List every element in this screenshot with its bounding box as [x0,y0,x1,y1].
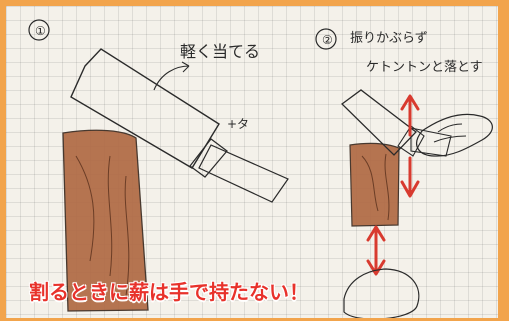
label-light-touch: 軽く当てる [180,42,260,61]
base-block [343,268,420,318]
label-drop: ケトントンと落とす [366,60,483,75]
label-swing: 振りかぶらず [350,31,428,46]
illustration: ① ② [28,19,493,318]
hand-2 [416,113,493,157]
label-edge: +タ [227,117,249,131]
step-1-number: ① [35,24,46,38]
notebook-paper: ① ② [6,6,498,318]
step-2-number: ② [322,33,333,47]
axe-1 [70,48,289,203]
log-2 [349,142,400,227]
arrows-2 [366,94,420,276]
caption: 割るときに薪は手で持たない！ [29,280,309,304]
step-2-circle [315,28,337,50]
log-1 [62,129,149,312]
axe-2 [340,89,452,157]
step-1-circle [28,19,50,41]
